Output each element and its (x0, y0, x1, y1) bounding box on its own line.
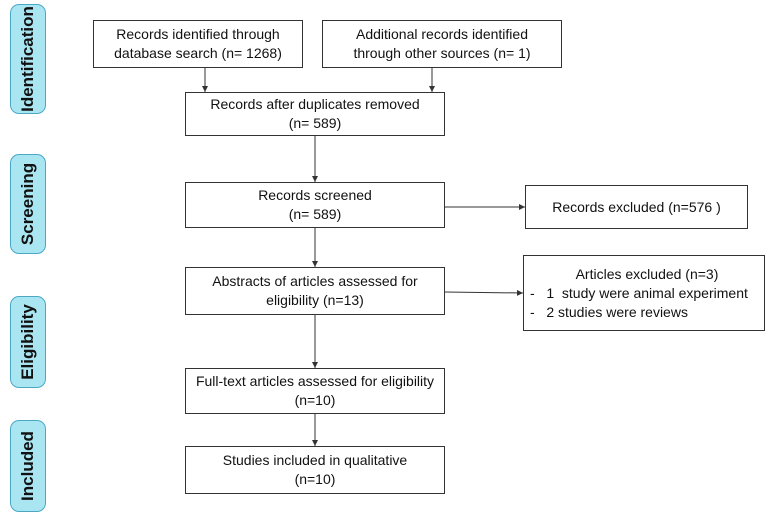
articles-excluded-item-2: - 2 studies were reviews (530, 303, 688, 320)
box-full-text: Full-text articles assessed for eligibil… (185, 368, 445, 414)
stage-screening: Screening (10, 154, 46, 254)
stage-included: Included (10, 420, 46, 512)
box-after-duplicates-line1: Records after duplicates removed (210, 96, 420, 112)
articles-excluded-item-1: - 1 study were animal experiment (530, 284, 748, 301)
box-other-sources-line1: Additional records identified (356, 26, 528, 42)
box-studies-included: Studies included in qualitative (n=10) (185, 446, 445, 494)
box-articles-excluded: Articles excluded (n=3) - 1 study were a… (523, 255, 765, 331)
box-records-screened-line1: Records screened (258, 187, 372, 203)
box-studies-included-line2: (n=10) (294, 471, 336, 487)
stage-eligibility: Eligibility (10, 296, 46, 388)
box-records-excluded: Records excluded (n=576 ) (525, 185, 748, 229)
box-records-excluded-line1: Records excluded (n=576 ) (552, 198, 721, 215)
box-database-search-line2: database search (n= 1268) (114, 45, 282, 61)
box-other-sources: Additional records identified through ot… (322, 20, 562, 68)
box-after-duplicates: Records after duplicates removed (n= 589… (185, 92, 445, 136)
box-records-screened-line2: (n= 589) (288, 206, 342, 222)
box-full-text-line2: (n=10) (294, 392, 336, 408)
box-database-search-line1: Records identified through (116, 26, 280, 42)
box-abstracts-line2: eligibility (n=13) (266, 292, 364, 308)
stage-identification: Identification (10, 4, 46, 114)
arrow-abstracts-to-articles-excluded (444, 289, 524, 296)
box-abstracts-line1: Abstracts of articles assessed for (212, 273, 418, 289)
box-full-text-line1: Full-text articles assessed for eligibil… (195, 373, 435, 389)
box-after-duplicates-line2: (n= 589) (288, 115, 342, 131)
box-abstracts: Abstracts of articles assessed for eligi… (185, 267, 445, 315)
box-database-search: Records identified through database sear… (93, 20, 303, 68)
box-records-screened: Records screened (n= 589) (185, 182, 445, 228)
box-other-sources-line2: through other sources (n= 1) (353, 45, 531, 61)
box-studies-included-line1: Studies included in qualitative (222, 452, 408, 468)
box-articles-excluded-title: Articles excluded (n=3) (575, 265, 719, 282)
